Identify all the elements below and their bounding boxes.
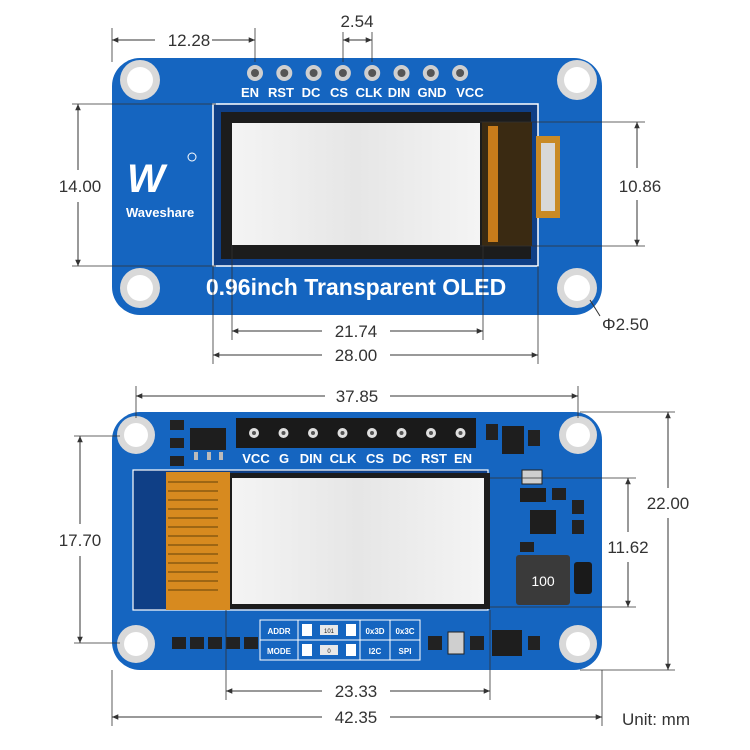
inductor-icon [516,555,570,605]
pin-hole-icon [334,65,351,81]
pin-hole-icon [452,65,469,81]
dim-hole-diameter: Φ2.50 [602,315,649,334]
smd-components-right [486,424,592,594]
front-pin-label: RST [268,85,294,100]
mounting-hole-icon [117,416,155,454]
dim-back-display-height: 11.62 [607,538,648,557]
back-board: VCC G DIN CLK CS DC RST EN 100 [112,412,602,670]
pin-hole-icon [422,65,439,81]
mounting-hole-icon [557,268,597,308]
logo-text: Waveshare [126,205,194,220]
pin-hole-icon [367,428,377,438]
pin-hole-icon [426,428,436,438]
back-dimensions: 37.85 22.00 17.70 11.62 23.33 42.35 [59,386,690,727]
dim-back-display-width: 23.33 [335,682,378,701]
flex-traces [168,481,218,591]
pin-hole-icon [396,428,407,438]
mounting-hole-icon [120,268,160,308]
jumper-addr-3c: 0x3C [395,627,414,636]
back-pin-label: G [279,451,289,466]
unit-label: Unit: mm [622,710,690,729]
front-pin-labels: EN RST DC CS CLK DIN GND VCC [241,85,484,100]
jumper-addr-resistor: 101 [324,629,335,635]
pin-hole-icon [305,65,322,81]
dim-back-height: 22.00 [647,494,690,513]
mounting-hole-icon [557,60,597,100]
pin-hole-icon [276,65,293,81]
waveshare-logo-icon: W [127,157,168,201]
dim-front-height: 14.00 [59,177,102,196]
jumper-mode-spi: SPI [399,647,412,656]
pin-hole-icon [393,65,410,81]
back-pin-label: RST [421,451,447,466]
back-pin-label: EN [454,451,472,466]
dim-pin-offset: 12.28 [168,31,211,50]
front-pin-label: DC [302,85,321,100]
back-display-glass [232,478,484,604]
front-pin-label: CLK [356,85,383,100]
front-pin-label: CS [330,85,348,100]
dim-front-display-width: 21.74 [335,322,378,341]
pin-hole-icon [337,428,348,438]
mounting-hole-icon [559,416,597,454]
jumper-mode-i2c: I2C [369,647,382,656]
jumper-addr-3d: 0x3D [365,627,384,636]
dim-back-width: 42.35 [335,708,378,727]
front-pin-header [247,65,469,81]
back-pin-holes [249,428,466,438]
registered-icon [187,152,197,162]
pin-hole-icon [278,428,289,438]
front-dimensions: 12.28 2.54 14.00 10.86 21.74 28.00 Φ2.50 [59,12,662,365]
dim-front-display-height: 10.86 [619,177,662,196]
front-flex-strip [488,126,498,242]
pin-hole-icon [249,428,259,438]
jumper-table: ADDR 101 0x3D 0x3C MODE 0 I2C SPI [259,619,421,661]
smd-components-left [170,420,226,466]
jumper-mode-resistor: 0 [327,649,331,655]
smd-components-bottom [172,630,540,656]
inductor-label: 100 [531,573,555,589]
pin-hole-icon [308,428,318,438]
back-pin-label: CS [366,451,384,466]
front-board: EN RST DC CS CLK DIN GND VCC W Waveshare 0.96in… [112,58,602,315]
front-flex-contacts [541,143,555,211]
back-pin-header [236,418,476,448]
back-pin-label: DIN [300,451,322,466]
mounting-hole-icon [559,625,597,663]
back-pin-label: VCC [242,451,270,466]
dim-hole-span: 37.85 [336,387,379,406]
pin-hole-icon [455,428,466,438]
mounting-hole-icon [120,60,160,100]
pin-hole-icon [247,65,263,81]
dim-pin-pitch: 2.54 [340,12,373,31]
jumper-addr-label: ADDR [267,627,290,636]
front-pin-label: GND [418,85,447,100]
back-flex-cable [166,472,230,610]
back-pin-label: DC [393,451,412,466]
pin-hole-icon [364,65,381,81]
jumper-mode-label: MODE [267,647,292,656]
front-pin-label: EN [241,85,259,100]
front-pin-label: VCC [456,85,484,100]
dim-back-height-left: 17.70 [59,531,102,550]
front-pin-label: DIN [388,85,410,100]
board-title: 0.96inch Transparent OLED [206,274,506,300]
back-pin-label: CLK [330,451,357,466]
back-pin-labels: VCC G DIN CLK CS DC RST EN [242,451,472,466]
dim-front-width: 28.00 [335,346,378,365]
front-display-glass [232,123,480,245]
mounting-hole-icon [117,625,155,663]
